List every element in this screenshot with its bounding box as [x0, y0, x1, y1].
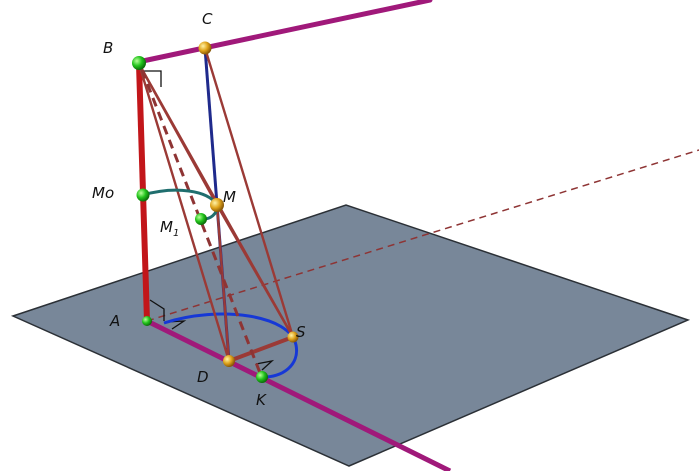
- right-angle-b: [144, 70, 162, 87]
- segment-ds: [228, 335, 294, 363]
- label-m1: M1: [160, 218, 179, 239]
- point-m[interactable]: [210, 198, 224, 212]
- point-k[interactable]: [256, 371, 268, 383]
- label-m1-sub: 1: [173, 228, 179, 239]
- right-angle-a: [149, 299, 165, 321]
- ground-plane: [10, 204, 691, 467]
- line-bc: [135, 0, 433, 65]
- label-mo: Mo: [92, 184, 114, 202]
- label-b: B: [103, 39, 113, 57]
- point-m1[interactable]: [195, 213, 207, 225]
- label-a: A: [109, 312, 120, 330]
- segment-bm: [137, 63, 219, 206]
- point-b[interactable]: [132, 56, 146, 70]
- point-s[interactable]: [287, 331, 299, 343]
- point-mo[interactable]: [136, 188, 150, 202]
- point-a[interactable]: [142, 316, 152, 326]
- label-c: C: [202, 10, 213, 28]
- segment-bd: [137, 63, 231, 362]
- segment-md: [215, 204, 231, 362]
- point-d[interactable]: [223, 355, 235, 367]
- line-ad: [145, 318, 452, 471]
- segment-cs: [203, 47, 295, 338]
- point-c[interactable]: [198, 41, 212, 55]
- segment-ms: [215, 204, 295, 338]
- label-m: M: [223, 188, 236, 206]
- label-s: S: [296, 323, 306, 341]
- label-m1-main: M: [160, 218, 173, 236]
- right-angle-k: [255, 359, 275, 371]
- dashed-line-a: [146, 149, 699, 322]
- label-k: K: [256, 391, 267, 409]
- brown-segments: [137, 47, 295, 362]
- label-d: D: [197, 368, 209, 386]
